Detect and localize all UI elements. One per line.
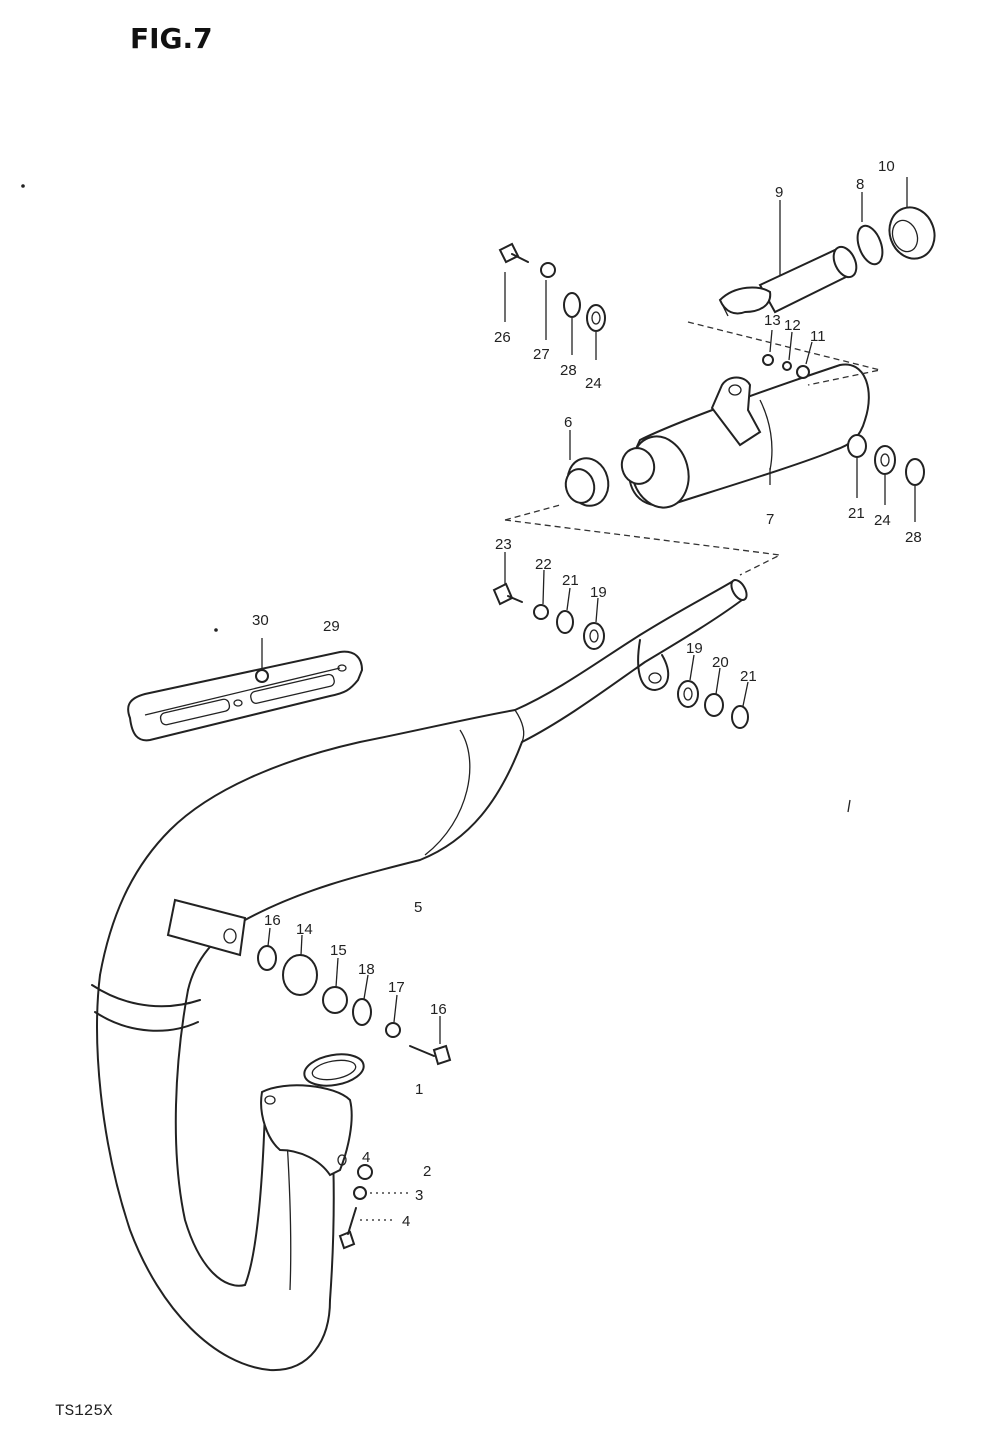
- callout-13: 13: [764, 312, 781, 329]
- washer-part-21: [556, 587, 574, 634]
- callout-6: 6: [564, 414, 572, 431]
- stray-dot: [21, 184, 25, 188]
- callout-2: 2: [423, 1163, 431, 1180]
- washer-part-3: [353, 1186, 410, 1200]
- callout-10: 10: [878, 158, 895, 175]
- end-cap-part-10: [888, 177, 936, 260]
- cushion-part-14: [282, 934, 318, 996]
- bolt-part-26: [498, 242, 529, 322]
- nut-part-22: [533, 569, 549, 620]
- washer-part-19-right: [677, 654, 699, 708]
- stray-dot: [214, 628, 218, 632]
- callout-16: 16: [264, 912, 281, 929]
- gasket-part-1: [303, 1053, 365, 1087]
- bolt-part-16: [409, 1016, 452, 1066]
- callout-21: 21: [848, 505, 865, 522]
- callout-28: 28: [560, 362, 577, 379]
- callout-24-right: 24: [874, 512, 891, 529]
- assembly-line-upper: [687, 321, 881, 386]
- collar-part-15: [322, 957, 348, 1014]
- assembly-line-lower: [504, 519, 783, 576]
- callout-21-mid: 21: [562, 572, 579, 589]
- callout-29: 29: [323, 618, 340, 635]
- callout-5: 5: [414, 899, 422, 916]
- collar-part-20: [704, 667, 724, 717]
- callout-27: 27: [533, 346, 550, 363]
- washer-part-28: [563, 292, 581, 355]
- callout-12: 12: [784, 317, 801, 334]
- callout-14: 14: [296, 921, 313, 938]
- callout-4-nut: 4: [362, 1149, 370, 1166]
- washer-part-19: [583, 597, 605, 650]
- small-bolt-part-13: [762, 329, 774, 366]
- callout-9: 9: [775, 184, 783, 201]
- washer-part-16: [257, 927, 277, 971]
- assembly-line-silencer: [504, 504, 561, 521]
- washer-part-24: [586, 304, 606, 360]
- callout-7: 7: [766, 511, 774, 528]
- callout-20: 20: [712, 654, 729, 671]
- tail-pipe-part-9: [718, 200, 858, 317]
- callout-1: 1: [415, 1081, 423, 1098]
- callout-22: 22: [535, 556, 552, 573]
- callout-24: 24: [585, 375, 602, 392]
- collar-part-21: [847, 434, 867, 498]
- screw-part-30: [255, 638, 269, 683]
- nut-part-27: [540, 262, 556, 340]
- callout-8: 8: [856, 176, 864, 193]
- callout-19-right: 19: [686, 640, 703, 657]
- nut-part-2: [357, 1164, 373, 1180]
- heat-shield-part-29: [127, 650, 364, 742]
- callout-11: 11: [810, 328, 826, 345]
- exhaust-pipe-part-5: [91, 579, 748, 1372]
- callout-23: 23: [495, 536, 512, 553]
- callout-21-right: 21: [740, 668, 757, 685]
- o-ring-part-8: [856, 192, 884, 266]
- bolt-part-4: [338, 1207, 395, 1250]
- nut-part-11: [796, 341, 813, 379]
- washer-part-12: [782, 331, 793, 371]
- washer-part-21-right: [731, 681, 749, 729]
- washer-part-28-right: [905, 458, 925, 522]
- model-code: TS125X: [55, 1402, 113, 1420]
- callout-4: 4: [402, 1213, 410, 1230]
- bolt-part-23: [492, 552, 523, 606]
- nut-part-17: [385, 994, 401, 1038]
- callout-30: 30: [252, 612, 269, 629]
- callout-16-bolt: 16: [430, 1001, 447, 1018]
- washer-part-24-right: [874, 445, 896, 505]
- silencer-part-7: [620, 363, 870, 509]
- callout-17: 17: [388, 979, 405, 996]
- callout-19: 19: [590, 584, 607, 601]
- callout-15: 15: [330, 942, 347, 959]
- grommet-part-6: [564, 430, 610, 507]
- washer-part-18: [352, 974, 372, 1026]
- stray-mark: [847, 799, 851, 813]
- callout-18: 18: [358, 961, 375, 978]
- figure-title: FIG.7: [130, 22, 213, 55]
- callout-28-right: 28: [905, 529, 922, 546]
- callout-26: 26: [494, 329, 511, 346]
- callout-3: 3: [415, 1187, 423, 1204]
